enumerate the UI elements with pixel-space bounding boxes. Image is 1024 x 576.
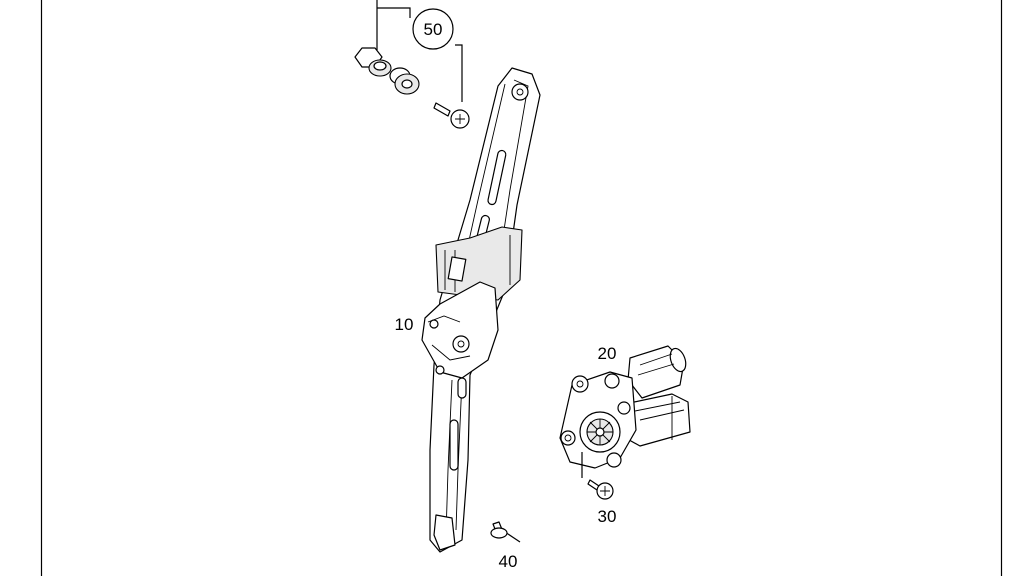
bottom-end-clip <box>433 514 456 551</box>
callout-40: 40 <box>499 552 518 571</box>
callout-50-circle <box>412 8 454 50</box>
nut-part <box>354 47 392 77</box>
part-30-motor-screw[interactable]: 30 <box>581 452 617 526</box>
callout-50: 50 <box>424 20 443 39</box>
part-10-window-regulator[interactable]: 10 <box>395 67 541 553</box>
leader-50 <box>376 0 463 102</box>
top-pulley <box>511 83 529 101</box>
callout-10: 10 <box>395 315 414 334</box>
upper-slot <box>487 149 507 206</box>
callout-30: 30 <box>598 507 617 526</box>
bushing-part <box>389 67 420 95</box>
rail-clip <box>447 256 467 282</box>
clip-head <box>490 527 508 539</box>
drum-bolt <box>452 335 470 353</box>
lower-slot <box>449 419 459 471</box>
screw-part <box>433 102 470 129</box>
part-40-clip[interactable]: 40 <box>490 521 521 571</box>
part-50-hardware-group[interactable]: 50 <box>354 0 470 129</box>
drum-housing <box>421 281 499 379</box>
callout-20: 20 <box>598 344 617 363</box>
part-20-window-motor[interactable]: 20 <box>559 344 691 469</box>
